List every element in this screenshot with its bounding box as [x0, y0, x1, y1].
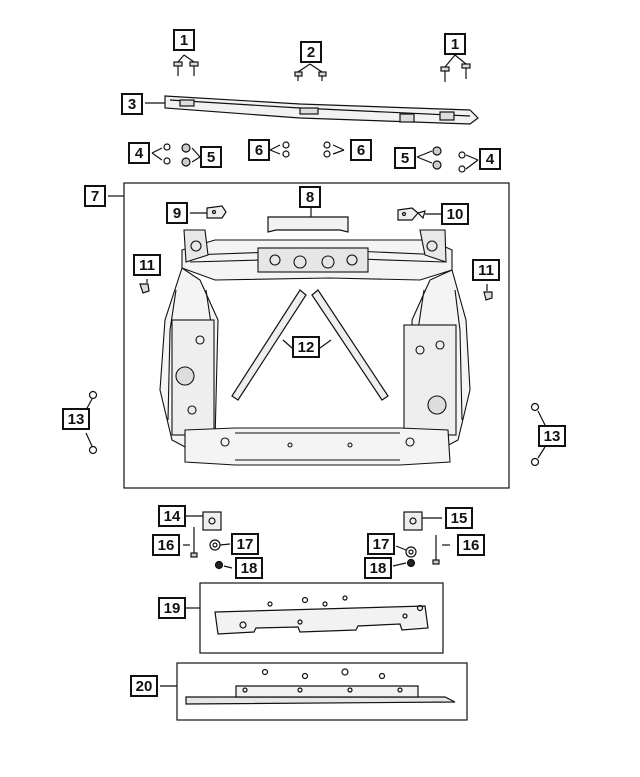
bolt-16-right: [432, 535, 450, 565]
callout-1-right: 1: [444, 33, 466, 55]
callout-8: 8: [299, 186, 321, 208]
callout-5-right: 5: [394, 147, 416, 169]
callout-13-right: 13: [538, 425, 566, 447]
callout-18-left: 18: [235, 557, 263, 579]
nuts-4-5-left: [151, 143, 201, 167]
bracket-15: [403, 511, 442, 531]
clip-11-left: [139, 279, 150, 294]
bracket-14: [185, 511, 222, 531]
callout-1-left: 1: [173, 29, 195, 51]
washer-17-right: [395, 545, 417, 558]
bracket-10: [397, 207, 445, 221]
callout-10: 10: [441, 203, 469, 225]
bolt-16-left: [183, 527, 198, 558]
washer-17-left: [209, 539, 231, 551]
callout-4-right: 4: [479, 148, 501, 170]
bracket-9: [190, 205, 227, 219]
nut-18-left: [214, 560, 233, 570]
nuts-13-right: [530, 402, 546, 467]
callout-11-right: 11: [472, 259, 500, 281]
radiator-support-box-7: [108, 182, 510, 489]
callout-6-right: 6: [350, 139, 372, 161]
callout-9: 9: [166, 202, 188, 224]
bolt-pair-1-left: [173, 54, 199, 76]
nuts-4-5-right: [416, 146, 479, 173]
brace-pair-12: [231, 289, 389, 401]
seal-8: [267, 208, 349, 233]
shield-19: [186, 582, 444, 654]
callout-16-right: 16: [457, 534, 485, 556]
clip-11-right: [483, 284, 493, 301]
callout-18-right: 18: [364, 557, 392, 579]
nuts-6-right: [323, 141, 345, 158]
callout-17-right: 17: [367, 533, 395, 555]
callout-3: 3: [121, 93, 143, 115]
shield-20: [160, 662, 468, 721]
callout-20: 20: [130, 675, 158, 697]
callout-14: 14: [158, 505, 186, 527]
callout-12: 12: [292, 336, 320, 358]
callout-15: 15: [445, 507, 473, 529]
callout-7: 7: [84, 185, 106, 207]
nut-18-right: [392, 558, 416, 568]
upper-beam-3: [145, 95, 479, 125]
radiator-support-frame: [159, 229, 471, 466]
callout-16-left: 16: [152, 534, 180, 556]
callout-6-left: 6: [248, 139, 270, 161]
callout-5-left: 5: [200, 146, 222, 168]
callout-4-left: 4: [128, 142, 150, 164]
nuts-6-left: [269, 141, 290, 158]
bolt-pair-2: [294, 63, 327, 81]
callout-17-left: 17: [231, 533, 259, 555]
callout-19: 19: [158, 597, 186, 619]
bolt-pair-1-right: [440, 54, 471, 82]
callout-11-left: 11: [133, 254, 161, 276]
callout-2: 2: [300, 41, 322, 63]
callout-13-left: 13: [62, 408, 90, 430]
